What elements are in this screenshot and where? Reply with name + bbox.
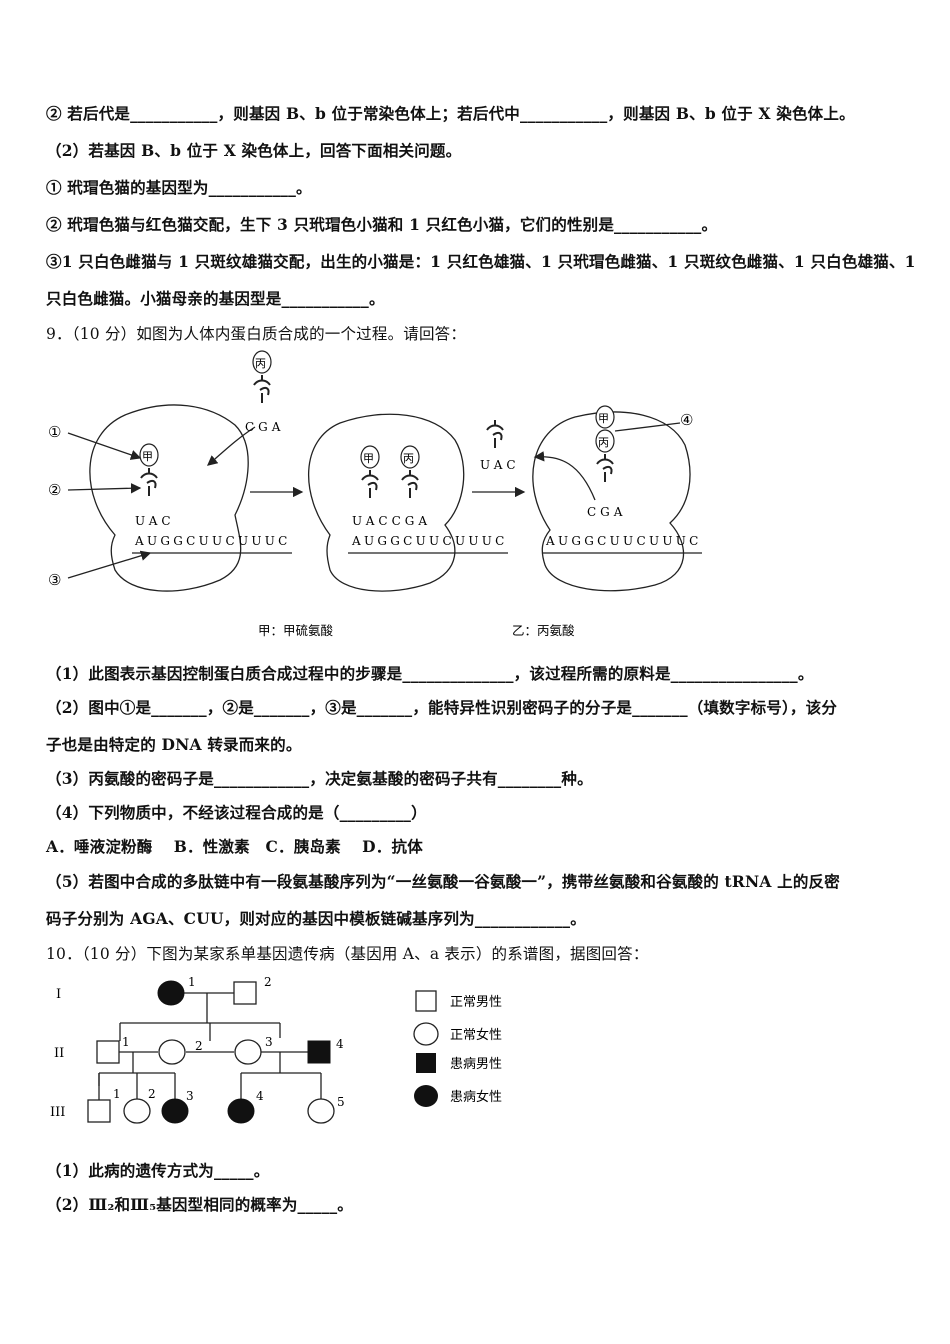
q9-line-3: 子也是由特定的 DNA 转录而来的。 bbox=[46, 735, 302, 754]
q9-line-8: 码子分别为 AGA、CUU，则对应的基因中模板链碱基序列为___________… bbox=[46, 909, 586, 928]
anticodon-cga-top: CGA bbox=[245, 420, 284, 434]
I-1-affected-female bbox=[157, 980, 185, 1006]
III-5-number: 5 bbox=[337, 1095, 345, 1109]
q10-line-2: （2）Ⅲ₂和Ⅲ₅基因型相同的概率为_____。 bbox=[46, 1195, 353, 1214]
II-1-normal-male bbox=[96, 1040, 120, 1064]
gen-I-label: I bbox=[56, 987, 61, 1002]
marker-4: ④ bbox=[680, 411, 693, 429]
marker-3: ③ bbox=[48, 571, 61, 589]
legend-affected-female-symbol bbox=[414, 1085, 438, 1107]
q10-title: 10．（10 分）下图为某家系单基因遗传病（基因用 A、a 表示）的系谱图，据图… bbox=[46, 945, 649, 963]
pedigree-legend: 正常男性 正常女性 患病男性 患病女性 bbox=[413, 990, 502, 1107]
mrna-seq-2: AUGGCUUCUUUC bbox=[351, 534, 508, 548]
q8-line-1: ② 若后代是___________，则基因 B、b 位于常染色体上；若后代中__… bbox=[46, 104, 855, 123]
q9-line-2: （2）图中①是_______，②是_______，③是_______，能特异性识… bbox=[46, 698, 838, 717]
legend-jia: 甲：甲硫氨酸 bbox=[258, 623, 334, 638]
marker-1: ① bbox=[48, 423, 61, 441]
II-2-number: 2 bbox=[195, 1039, 203, 1053]
III-1-normal-male bbox=[87, 1099, 111, 1123]
q10-line-1: （1）此病的遗传方式为_____。 bbox=[46, 1161, 270, 1180]
gen-II-label: II bbox=[54, 1046, 64, 1061]
II-1-number: 1 bbox=[122, 1035, 130, 1049]
III-5-normal-female bbox=[307, 1098, 335, 1124]
III-1-number: 1 bbox=[113, 1087, 121, 1101]
trna-label-bing-3: 丙 bbox=[598, 436, 609, 449]
mrna-seq-1: AUGGCUUCUUUC bbox=[134, 534, 291, 548]
q8-line-5: ③1 只白色雌猫与 1 只斑纹雄猫交配，出生的小猫是：1 只红色雄猫、1 只玳瑁… bbox=[46, 252, 916, 271]
legend-yi: 乙：丙氨酸 bbox=[512, 623, 575, 638]
trna-label-bing-2: 丙 bbox=[403, 452, 414, 465]
legend-normal-female-symbol bbox=[413, 1022, 439, 1046]
legend-normal-male-symbol bbox=[415, 990, 437, 1012]
III-2-number: 2 bbox=[148, 1087, 156, 1101]
translation-diagram: ① ② ③ ④ 丙 甲 甲 丙 甲 丙 CGA UAC UACCGA UAC C… bbox=[48, 350, 702, 638]
II-3-normal-female bbox=[234, 1039, 262, 1065]
q8-line-3: ① 玳瑁色猫的基因型为___________。 bbox=[46, 178, 312, 197]
gen-I: 1 2 bbox=[157, 975, 272, 1006]
q9-line-7: （5）若图中合成的多肽链中有一段氨基酸序列为“一丝氨酸一谷氨酸一”，携带丝氨酸和… bbox=[46, 872, 840, 891]
legend-normal-male: 正常男性 bbox=[450, 995, 502, 1010]
anticodon-uac-free: UAC bbox=[480, 458, 520, 472]
q8-line-6: 只白色雌猫。小猫母亲的基因型是___________。 bbox=[46, 289, 385, 308]
II-3-number: 3 bbox=[265, 1035, 273, 1049]
legend-affected-female: 患病女性 bbox=[450, 1089, 502, 1105]
q9-line-1: （1）此图表示基因控制蛋白质合成过程中的步骤是______________，该过… bbox=[46, 664, 814, 683]
q9-options: A．唾液淀粉酶 B．性激素 C．胰岛素 D．抗体 bbox=[46, 837, 423, 856]
II-2-normal-female bbox=[158, 1039, 186, 1065]
III-4-number: 4 bbox=[256, 1089, 264, 1103]
marker-2: ② bbox=[48, 481, 61, 499]
III-4-affected-female bbox=[227, 1098, 255, 1124]
gen-III: 1 2 3 4 5 bbox=[87, 1087, 345, 1124]
pedigree-diagram: I II III 1 2 1 2 3 4 1 2 3 4 5 正常男性 正常女性… bbox=[50, 975, 502, 1124]
anticodon-cga-3: CGA bbox=[587, 505, 626, 519]
q9-title: 9．（10 分）如图为人体内蛋白质合成的一个过程。请回答： bbox=[46, 325, 467, 343]
III-3-number: 3 bbox=[186, 1089, 194, 1103]
gen-II: 1 2 3 4 bbox=[96, 1035, 344, 1065]
trna-label-jia-3: 甲 bbox=[598, 412, 609, 425]
III-2-normal-female bbox=[123, 1098, 151, 1124]
gen-III-label: III bbox=[50, 1105, 65, 1120]
q9-line-4: （3）丙氨酸的密码子是____________，决定氨基酸的密码子共有_____… bbox=[46, 769, 593, 788]
q8-line-2: （2）若基因 B、b 位于 X 染色体上，回答下面相关问题。 bbox=[46, 141, 462, 160]
legend-affected-male: 患病男性 bbox=[450, 1057, 502, 1072]
I-2-normal-male bbox=[233, 981, 257, 1005]
I-2-number: 2 bbox=[264, 975, 272, 989]
III-3-affected-female bbox=[161, 1098, 189, 1124]
anticodon-uaccga: UACCGA bbox=[352, 514, 431, 528]
trna-label-bing-top: 丙 bbox=[255, 357, 266, 370]
anticodon-uac-1: UAC bbox=[135, 514, 175, 528]
legend-normal-female: 正常女性 bbox=[450, 1027, 502, 1043]
trna-label-jia-1: 甲 bbox=[142, 450, 153, 463]
I-1-number: 1 bbox=[188, 975, 196, 989]
legend-affected-male-symbol bbox=[416, 1053, 436, 1073]
q9-line-5: （4）下列物质中，不经该过程合成的是（_________） bbox=[46, 803, 427, 822]
trna-label-jia-2: 甲 bbox=[363, 452, 374, 465]
II-4-number: 4 bbox=[336, 1037, 344, 1051]
II-4-affected-male bbox=[307, 1040, 331, 1064]
mrna-seq-3: AUGGCUUCUUUC bbox=[545, 534, 702, 548]
q8-line-4: ② 玳瑁色猫与红色猫交配，生下 3 只玳瑁色小猫和 1 只红色小猫，它们的性别是… bbox=[46, 215, 718, 234]
